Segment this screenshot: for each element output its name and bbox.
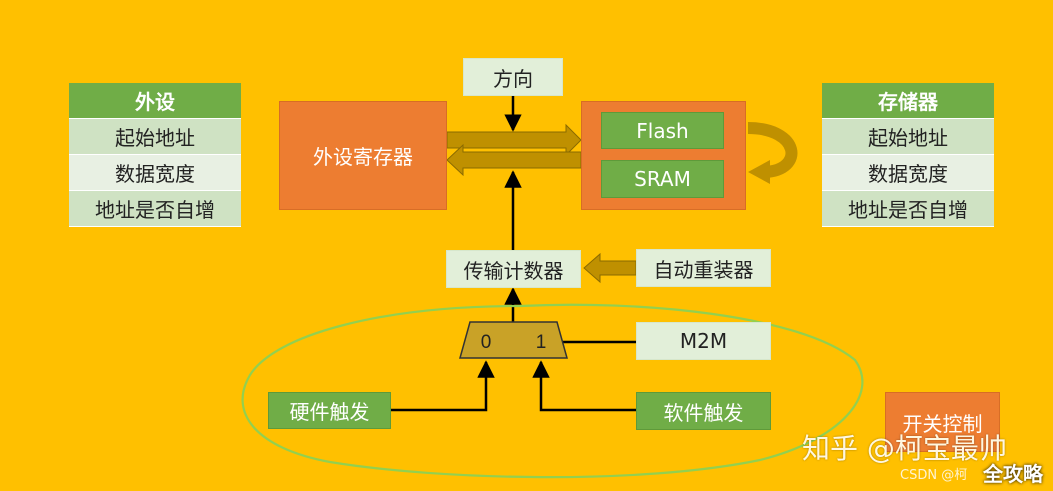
peripheral-register-box: 外设寄存器	[279, 101, 447, 210]
memory-start-address: 起始地址	[822, 119, 994, 155]
auto-reload-box: 自动重装器	[636, 249, 771, 287]
peripheral-table-title: 外设	[69, 83, 241, 119]
overlay-watermark: 全攻略	[983, 462, 1043, 486]
hardware-trigger-box: 硬件触发	[268, 392, 391, 429]
arrow-peripheral-to-memory	[446, 123, 582, 157]
peripheral-start-address: 起始地址	[69, 119, 241, 155]
mux-input-0: 0	[481, 332, 492, 353]
mux-input-1: 1	[536, 332, 547, 353]
trigger-mux	[459, 321, 568, 359]
trigger-highlight-ellipse	[241, 303, 864, 479]
peripheral-data-width: 数据宽度	[69, 155, 241, 191]
zhihu-watermark: 知乎 @柯宝最帅	[802, 432, 1007, 465]
memory-data-width: 数据宽度	[822, 155, 994, 191]
memory-loop-arrowhead	[748, 160, 770, 184]
direction-box: 方向	[463, 58, 563, 96]
memory-params-table: 存储器 起始地址 数据宽度 地址是否自增	[822, 83, 994, 227]
memory-address-increment: 地址是否自增	[822, 191, 994, 227]
m2m-box: M2M	[636, 322, 771, 360]
flash-box: Flash	[601, 112, 724, 149]
csdn-watermark: CSDN @柯	[900, 468, 968, 483]
switch-control-box: 开关控制	[885, 392, 1000, 452]
wire-hardware-trigger	[391, 360, 495, 412]
memory-block: Flash SRAM	[581, 101, 746, 210]
arrow-autoreload-to-counter	[583, 252, 637, 284]
software-trigger-box: 软件触发	[636, 392, 771, 430]
peripheral-params-table: 外设 起始地址 数据宽度 地址是否自增	[69, 83, 241, 227]
arrow-memory-to-peripheral	[446, 143, 582, 177]
sram-box: SRAM	[601, 160, 724, 198]
memory-loop-arrow	[747, 122, 798, 178]
wire-software-trigger	[532, 360, 636, 412]
transfer-counter-box: 传输计数器	[446, 250, 581, 288]
peripheral-address-increment: 地址是否自增	[69, 191, 241, 227]
memory-table-title: 存储器	[822, 83, 994, 119]
